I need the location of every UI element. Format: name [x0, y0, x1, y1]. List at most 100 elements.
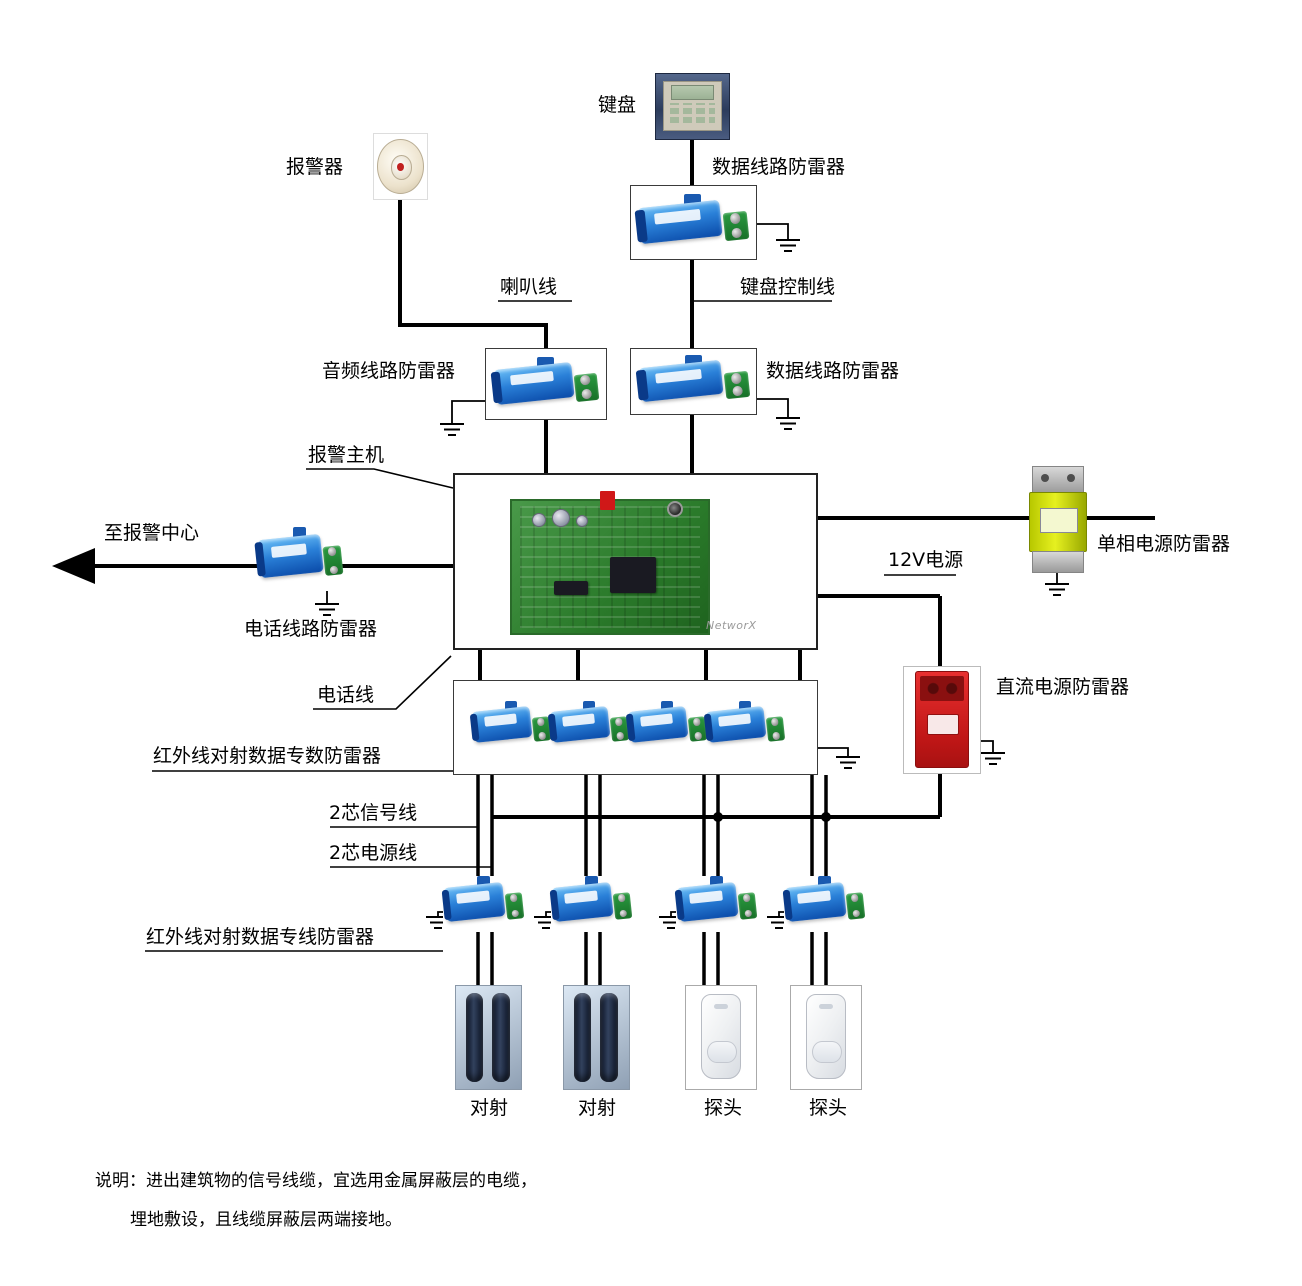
bottom-terminal — [1032, 550, 1084, 573]
ir-beam-group-surge-box — [453, 680, 818, 775]
mounting-tab — [582, 701, 595, 712]
ground-icon — [439, 423, 465, 436]
beam-tube — [573, 993, 592, 1082]
terminal-block — [737, 891, 758, 920]
beam-sensor-image — [455, 985, 522, 1090]
keypad-image — [655, 73, 730, 140]
label-signal-wire: 2芯信号线 — [329, 802, 418, 824]
ir-line-surge-device — [551, 876, 633, 932]
surge-body — [443, 881, 507, 922]
surge-body — [705, 706, 767, 744]
surge-body — [551, 881, 615, 922]
label-keyboard-control-wire: 键盘控制线 — [740, 276, 836, 298]
surge-body — [471, 706, 533, 744]
terminal-block — [723, 370, 751, 399]
ir-line-surge-device — [443, 876, 525, 932]
terminal-block — [765, 715, 785, 742]
label-data-surge-top: 数据线路防雷器 — [712, 156, 846, 178]
top-terminal — [1032, 466, 1084, 494]
terminal-block — [845, 891, 866, 920]
ground-icon — [775, 239, 801, 252]
beam-tube — [492, 993, 510, 1082]
surge-protector-device — [627, 701, 707, 753]
processor-chip — [610, 557, 656, 593]
label-dc-surge: 直流电源防雷器 — [996, 676, 1130, 698]
surge-protector-device — [549, 701, 629, 753]
surge-body — [637, 199, 724, 244]
spd-body — [1029, 491, 1087, 552]
terminal-block — [573, 373, 600, 403]
label-to-alarm-center: 至报警中心 — [104, 522, 200, 544]
beam-tube — [600, 993, 618, 1082]
mounting-tab — [504, 701, 517, 712]
label-alarm-host: 报警主机 — [308, 444, 385, 466]
ground-stems — [326, 223, 1058, 917]
label-power-wire: 2芯电源线 — [329, 842, 418, 864]
mounting-tab — [537, 357, 554, 369]
note-line-1: 说明：进出建筑物的信号线缆，宜选用金属屏蔽层的电缆， — [95, 1171, 537, 1191]
brand-logo — [600, 491, 615, 510]
data-surge-protector-top-box — [630, 185, 757, 260]
phone-surge-protector-device — [256, 527, 344, 591]
keypad-screen — [671, 84, 714, 100]
siren-image — [373, 133, 428, 200]
main-wires — [94, 140, 1155, 819]
mounting-tab — [684, 355, 702, 367]
label-keyboard: 键盘 — [598, 94, 637, 116]
panel-brand-text: NetworX — [706, 619, 757, 632]
surge-body — [676, 881, 740, 922]
beam-sensor-image — [563, 985, 630, 1090]
single-phase-surge-device — [1029, 466, 1087, 573]
pointer-lines — [145, 300, 956, 952]
mounting-tab — [818, 876, 831, 888]
dc-surge-device-box — [903, 666, 981, 774]
label-ir-line-surge: 红外线对射数据专线防雷器 — [146, 926, 375, 948]
data-surge-protector-mid-box — [630, 348, 757, 415]
terminal-block — [612, 891, 633, 920]
label-12v-power: 12V电源 — [888, 549, 964, 571]
terminal-block — [722, 210, 750, 241]
label-phone-wire: 电话线 — [317, 684, 375, 706]
ir-line-surge-device — [784, 876, 866, 932]
surge-body — [638, 359, 725, 402]
ground-icon — [314, 603, 340, 616]
surge-body — [627, 706, 689, 744]
beam-tube — [465, 993, 484, 1082]
ir-line-surge-device — [676, 876, 758, 932]
label-data-surge-mid: 数据线路防雷器 — [766, 360, 900, 382]
label-beam-right: 对射 — [578, 1097, 617, 1119]
alarm-host-photo: NetworX — [502, 485, 764, 643]
capacitor — [552, 509, 570, 527]
arrow-left-icon — [52, 548, 95, 584]
surge-body — [784, 881, 848, 922]
surge-protector-device — [637, 355, 751, 411]
surge-body — [256, 534, 324, 579]
label-audio-surge: 音频线路防雷器 — [322, 360, 456, 382]
junction-dot — [713, 812, 723, 822]
pir-detector-image — [685, 985, 757, 1090]
label-detector-right: 探头 — [809, 1097, 848, 1119]
mounting-tab — [710, 876, 723, 888]
label-beam-left: 对射 — [470, 1097, 509, 1119]
surge-body — [493, 362, 575, 406]
terminal-block — [504, 891, 525, 920]
keypad-faceplate — [662, 80, 723, 132]
label-speaker-wire: 喇叭线 — [500, 276, 558, 298]
surge-protector-device — [492, 357, 600, 415]
ground-icon — [835, 756, 861, 769]
mounting-tab — [585, 876, 598, 888]
alarm-host-panel: NetworX — [453, 473, 818, 650]
pir-body — [806, 994, 846, 1079]
surge-protector-device — [471, 701, 551, 753]
pir-detector-image — [790, 985, 862, 1090]
ground-icon — [980, 752, 1006, 765]
note-line-2: 埋地敷设，且线缆屏蔽层两端接地。 — [130, 1210, 402, 1230]
surge-protector-device — [636, 194, 750, 254]
ground-icon — [1044, 583, 1070, 596]
ground-icon — [775, 417, 801, 430]
two-core-pairs — [476, 775, 828, 992]
mounting-tab — [738, 701, 751, 712]
junction-dot — [821, 812, 831, 822]
